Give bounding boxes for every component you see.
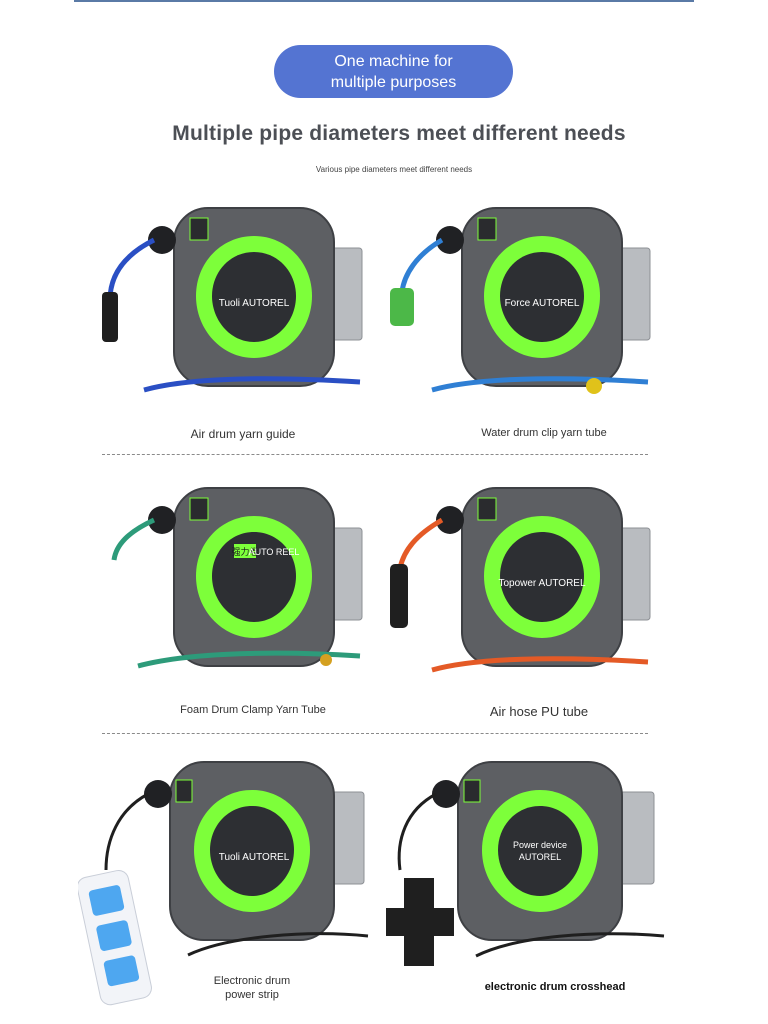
water-connector-end — [390, 288, 414, 326]
cable-outlet — [463, 779, 481, 803]
cable-guide-ball — [144, 780, 172, 808]
hose-lower — [431, 376, 649, 393]
hose-upper — [111, 517, 156, 561]
caption-line-1: Electronic drum — [213, 975, 291, 987]
power-strip — [78, 869, 152, 1006]
cable-upper — [397, 792, 437, 871]
brand-chip — [234, 544, 256, 558]
hose-reel-illustration: Tuoli AUTOREL — [102, 207, 363, 393]
hose-lower — [137, 650, 361, 669]
product-image-power-strip-reel: Tuoli AUTOREL — [78, 760, 370, 1008]
air-gun-end — [390, 564, 408, 628]
air-gun-end — [102, 292, 118, 342]
product-image-pu-reel: Topower AUTOREL — [386, 480, 656, 690]
brand-label-line-2: AUTOREL — [519, 852, 561, 862]
socket-1 — [88, 885, 125, 916]
product-image-crosshead-reel: Power device AUTOREL — [386, 760, 666, 982]
hose-outlet — [189, 497, 209, 521]
reel-center — [500, 532, 584, 622]
hose-guide-ball — [436, 506, 464, 534]
brand-label: AUTO REEL — [249, 547, 300, 557]
reel-center — [212, 532, 296, 622]
hose-outlet — [477, 217, 497, 241]
product-image-water-reel: Force AUTOREL — [386, 200, 656, 410]
hose-upper — [399, 237, 444, 293]
section-divider — [102, 733, 648, 734]
cable-lower — [187, 932, 369, 957]
reel-center — [498, 806, 582, 896]
cable-upper — [104, 792, 149, 871]
section-divider — [102, 454, 648, 455]
hose-reel-illustration: 强力卷 AUTO REEL — [111, 487, 363, 669]
caption-power-strip: Electronic drum power strip — [190, 974, 314, 1002]
product-image-foam-reel: 强力卷 AUTO REEL — [98, 480, 368, 690]
brand-label-line-1: Power device — [513, 840, 567, 850]
hose-upper — [107, 237, 156, 301]
hose-lower — [143, 376, 361, 393]
brand-label: Force AUTOREL — [505, 298, 580, 309]
mounting-bracket — [619, 791, 655, 885]
reel-center — [500, 252, 584, 342]
cable-lower — [475, 932, 665, 958]
socket-2 — [96, 920, 132, 951]
hose-fitting — [586, 378, 602, 394]
power-reel-illustration: Tuoli AUTOREL — [78, 761, 369, 1006]
top-border-line — [74, 0, 694, 2]
hose-reel-illustration: Force AUTOREL — [390, 207, 651, 394]
hose-guide-ball — [148, 226, 176, 254]
brand-label: Tuoli AUTOREL — [219, 852, 290, 863]
hose-reel-illustration: Topower AUTOREL — [390, 487, 651, 673]
cable-guide-ball — [432, 780, 460, 808]
brand-label: Topower AUTOREL — [498, 578, 586, 589]
hose-lower — [431, 656, 649, 673]
caption-crosshead: electronic drum crosshead — [484, 981, 626, 993]
hose-upper — [397, 517, 444, 569]
cross-plug — [386, 878, 454, 966]
purpose-pill: One machine for multiple purposes — [274, 45, 513, 98]
socket-3 — [103, 955, 140, 987]
pill-text: One machine for multiple purposes — [330, 52, 457, 91]
product-image-air-reel: Tuoli AUTOREL — [98, 200, 368, 410]
caption-line-2: power strip — [225, 989, 279, 1001]
reel-center — [210, 806, 294, 896]
mounting-bracket — [329, 791, 365, 885]
page-title: Multiple pipe diameters meet different n… — [172, 122, 626, 145]
caption-water-drum: Water drum clip yarn tube — [481, 427, 607, 439]
hose-fitting — [320, 654, 332, 666]
reel-center — [212, 252, 296, 342]
hose-outlet — [477, 497, 497, 521]
page-subtitle: Various pipe diameters meet different ne… — [315, 165, 473, 174]
hose-guide-ball — [148, 506, 176, 534]
cable-outlet — [175, 779, 193, 803]
hose-guide-ball — [436, 226, 464, 254]
caption-air-drum: Air drum yarn guide — [190, 427, 296, 441]
hose-outlet — [189, 217, 209, 241]
power-reel-illustration: Power device AUTOREL — [386, 761, 665, 966]
caption-pu-tube: Air hose PU tube — [489, 704, 589, 719]
brand-chip-text: 强力卷 — [231, 546, 258, 557]
brand-label: Tuoli AUTOREL — [219, 298, 290, 309]
caption-foam-drum: Foam Drum Clamp Yarn Tube — [180, 704, 326, 716]
